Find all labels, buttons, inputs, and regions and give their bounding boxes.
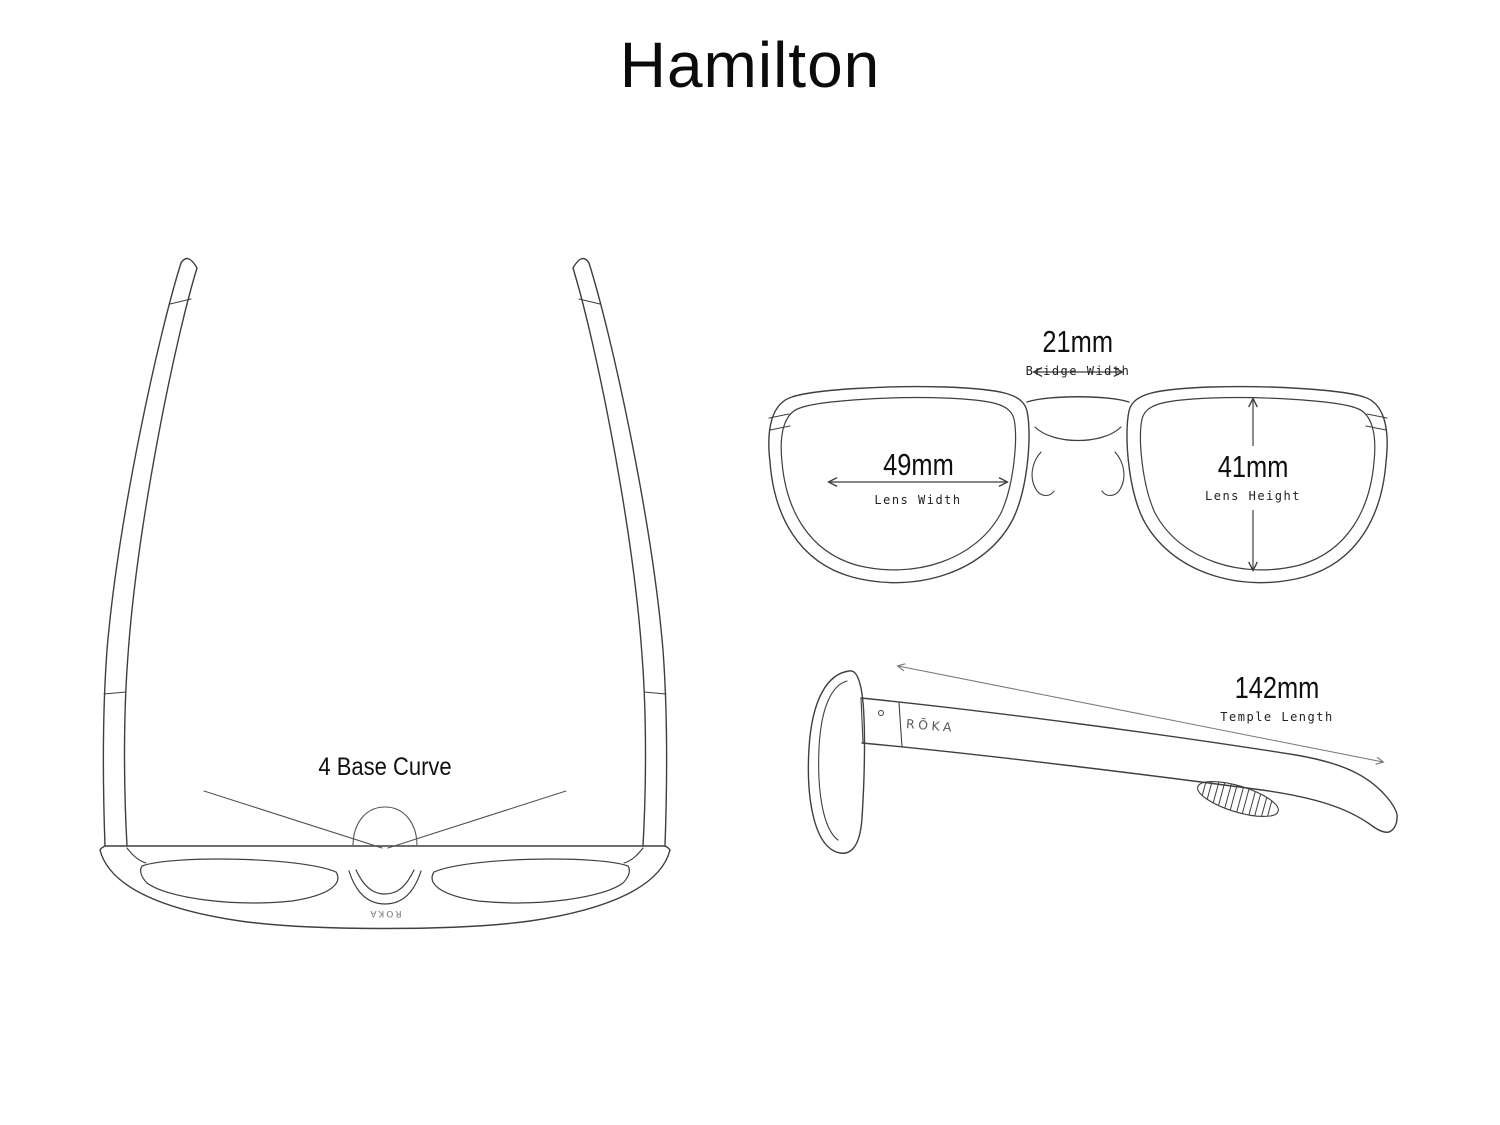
top-view-brand-logo: ROKA — [368, 908, 402, 918]
front-view-hinges — [768, 413, 1388, 431]
bridge-width-value: 21mm — [1042, 324, 1114, 359]
front-view-left-lens — [768, 385, 1030, 584]
page-title: Hamilton — [619, 29, 881, 101]
temple-length-label: Temple Length — [1220, 710, 1334, 724]
top-view-left-temple — [102, 257, 198, 847]
lens-height-label: Lens Height — [1205, 489, 1301, 503]
lens-height-measurement: 41mm Lens Height — [1205, 451, 1301, 503]
top-view-right-temple — [572, 257, 668, 847]
front-view-bridge — [1026, 396, 1130, 441]
front-view-right-lens — [1126, 385, 1388, 584]
lens-width-measurement: 49mm Lens Width — [874, 449, 961, 507]
base-curve-annotation — [203, 790, 567, 849]
temple-length-arrow — [898, 666, 1383, 762]
bridge-width-measurement: 21mm Bridge Width — [1026, 326, 1131, 378]
front-view-nose-pads — [1031, 451, 1125, 497]
lens-height-value: 41mm — [1217, 449, 1289, 484]
side-view-frame-front — [807, 670, 866, 854]
top-view-drawing — [99, 257, 671, 930]
temple-length-measurement: 142mm Temple Length — [1220, 672, 1333, 724]
temple-length-value: 142mm — [1234, 670, 1320, 705]
front-view-drawing — [768, 385, 1388, 584]
base-curve-label: 4 Base Curve — [318, 753, 452, 781]
lens-width-value: 49mm — [882, 447, 954, 482]
bridge-width-label: Bridge Width — [1025, 364, 1131, 378]
lens-width-label: Lens Width — [874, 493, 962, 507]
measurement-arrows — [829, 372, 1383, 762]
top-view-frame-front — [99, 845, 671, 930]
